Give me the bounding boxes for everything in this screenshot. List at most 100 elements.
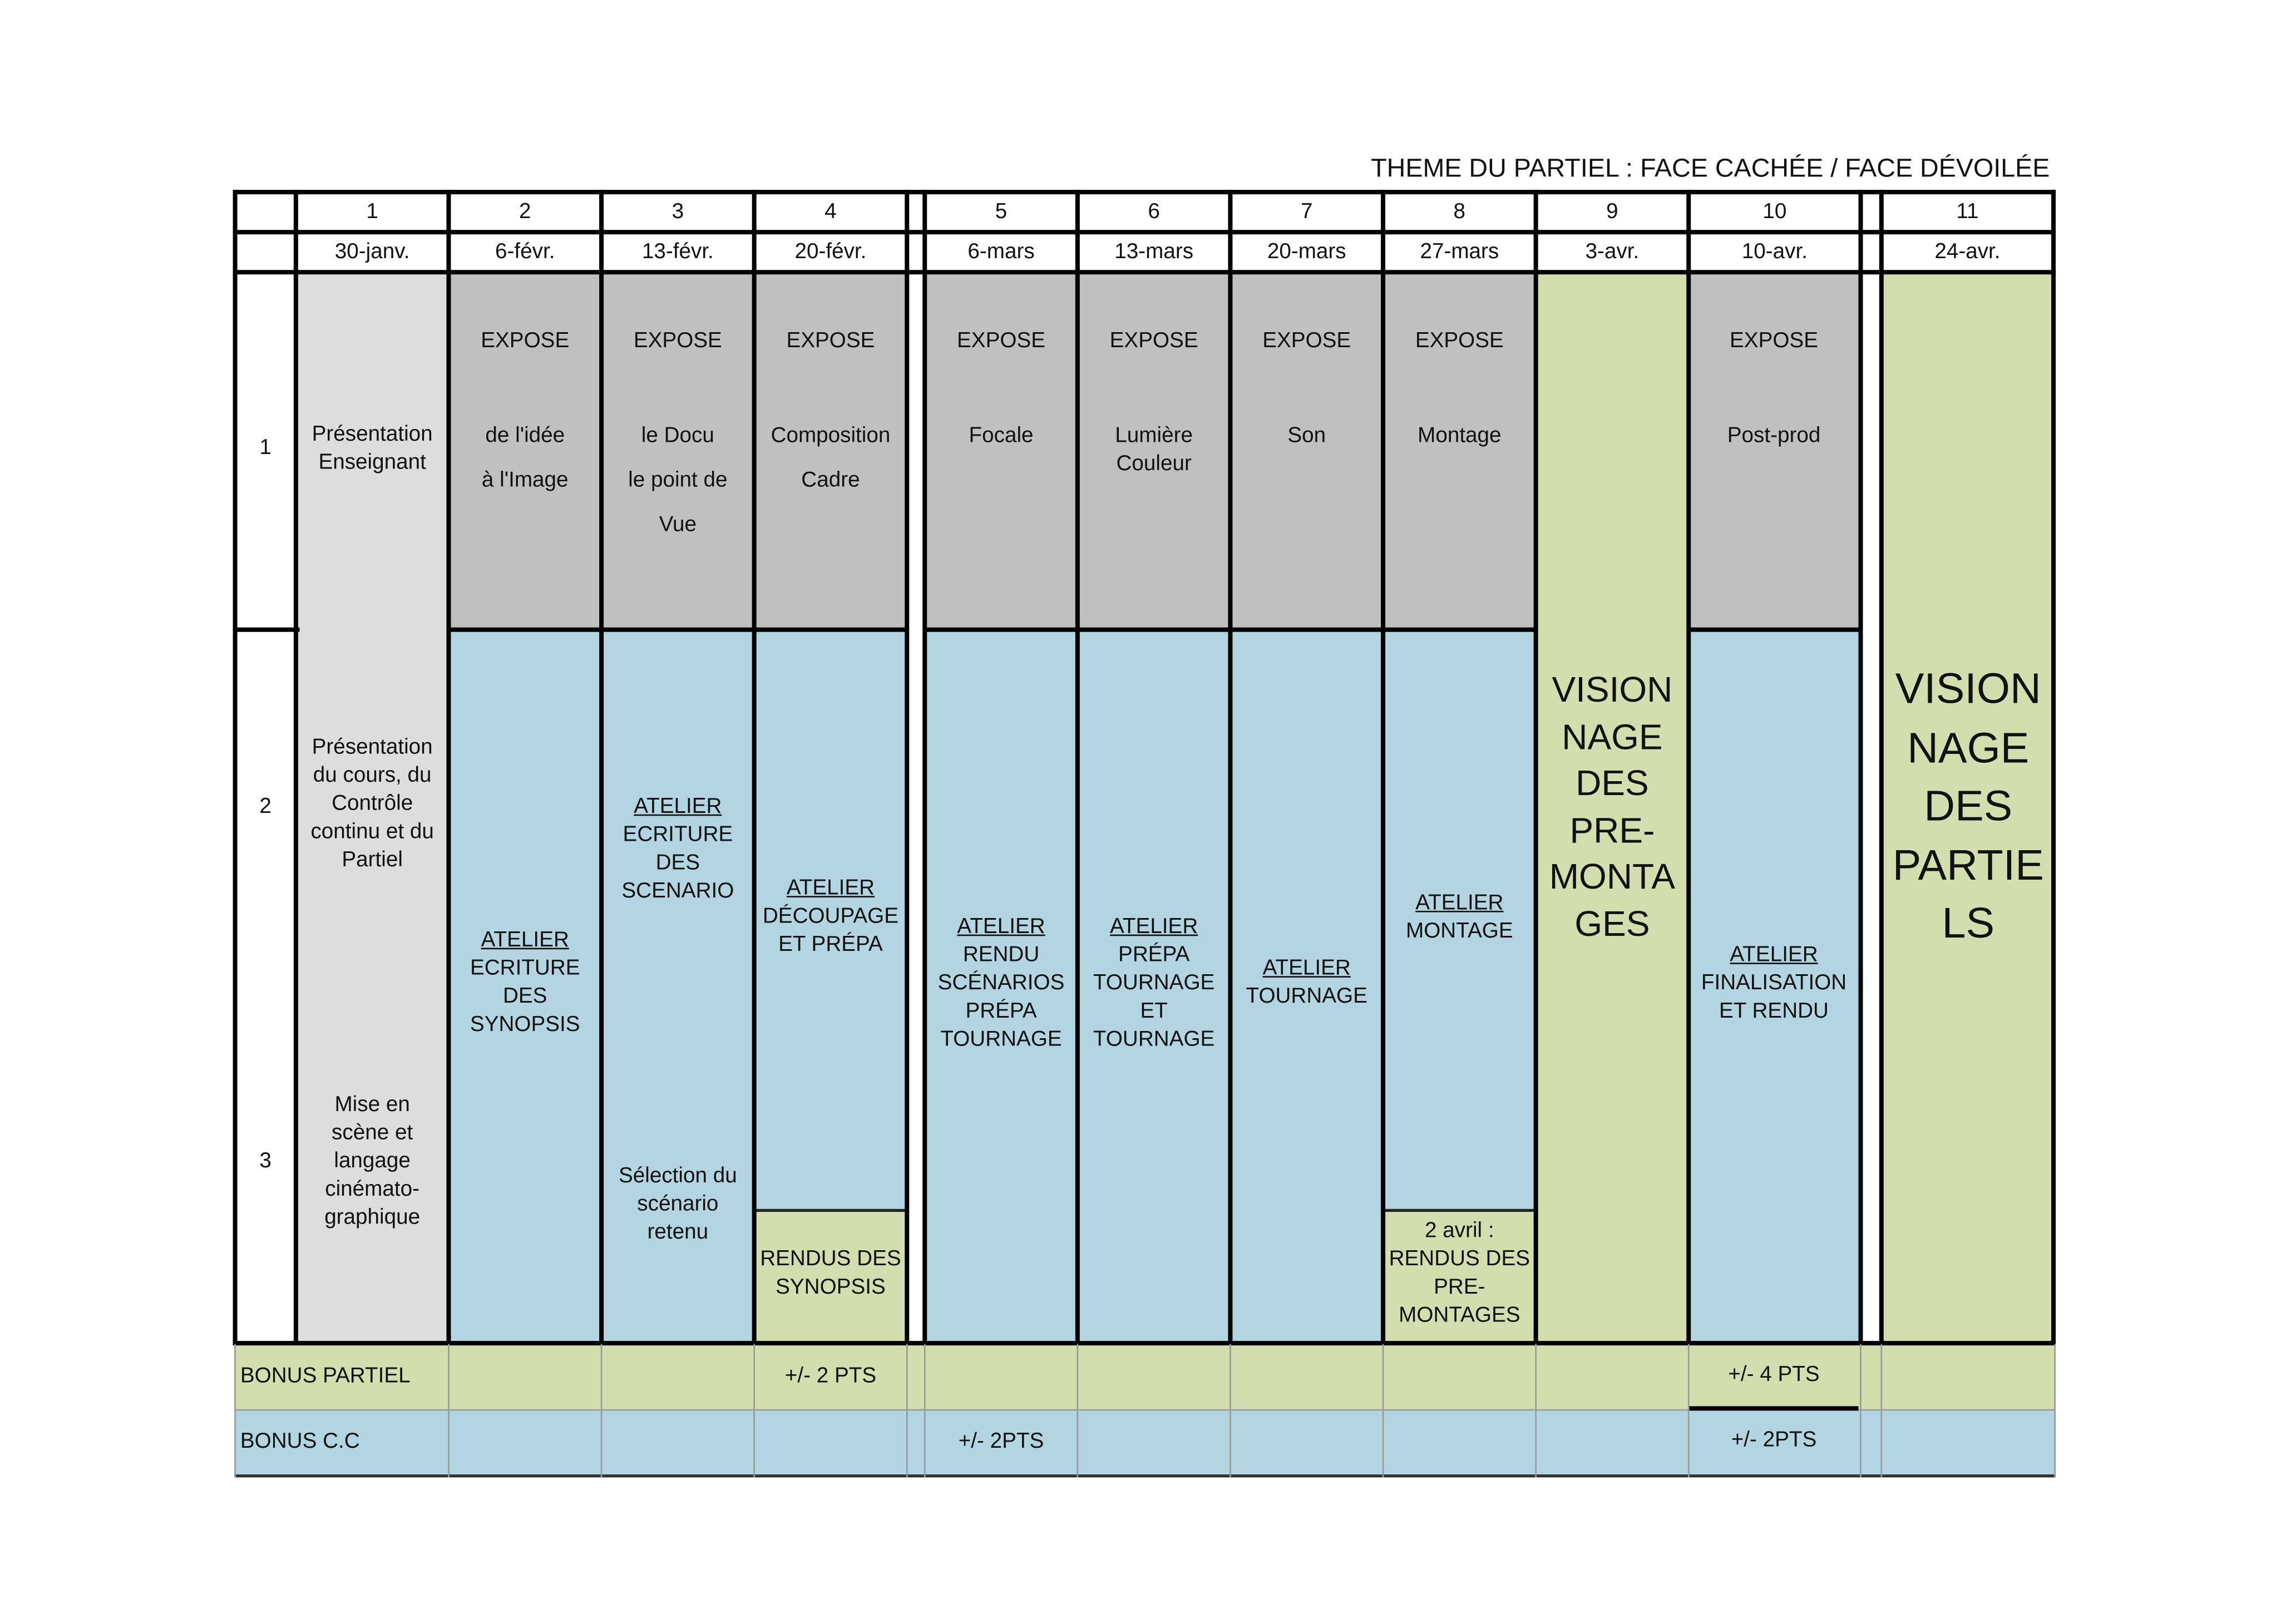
week-date: 20-mars [1267,240,1346,264]
text-line: SCENARIO [621,879,734,904]
text-line: SYNOPSIS [470,1013,580,1037]
expose-topic-line: de l'idée [485,424,565,448]
atelier-w4: ATELIER DÉCOUPAGE ET PRÉPA [755,875,906,960]
text-line: ET RENDU [1719,999,1829,1024]
expose-label: EXPOSE [786,329,875,353]
grid-line [2051,190,2056,1346]
page-title: THEME DU PARTIEL : FACE CACHÉE / FACE DÉ… [1371,152,2050,182]
text-line: Enseignant [318,451,426,475]
week1-background [298,273,448,1343]
atelier-background-w2 [449,630,601,1343]
week-date: 13-févr. [641,240,714,264]
week-number: 1 [366,200,378,224]
text-line: FINALISATION [1701,971,1847,995]
week-number: 4 [824,200,837,224]
grid-line [1533,190,1538,1346]
week-number: 10 [1762,200,1787,224]
text-line: ECRITURE [470,956,580,981]
grid-line [233,190,238,1346]
bonus-partiel-w10: +/- 4 PTS [1728,1363,1820,1387]
week-number: 8 [1453,200,1466,224]
atelier-label: ATELIER [957,915,1045,939]
expose-label: EXPOSE [633,329,722,353]
rendus-w8: 2 avril : RENDUS DES PRE- MONTAGES [1384,1218,1535,1331]
text-line: ECRITURE [623,823,733,847]
bonus-cc-w10: +/- 2PTS [1731,1428,1817,1453]
grid-line [448,1344,450,1478]
text-line: MONTA [1549,857,1676,897]
text-line: NAGE [1907,724,2030,772]
grid-line [293,190,298,1346]
grid-line [752,190,757,1346]
atelier-background-w7 [1231,630,1382,1343]
atelier-label: ATELIER [1730,943,1818,968]
grid-line [906,1344,908,1478]
grid-line [922,190,927,1346]
atelier-background-w4 [754,630,906,1209]
text-line: Contrôle [332,792,413,816]
grid-line [448,627,908,632]
expose-background-w4 [754,273,906,629]
grid-line [1382,1344,1384,1478]
expose-topic-line: Vue [659,513,697,537]
rendus-background-w4 [754,1208,906,1343]
text-line: LS [1942,900,1995,948]
text-line: TOURNAGE [1093,971,1215,995]
bonus-partiel-w4: +/- 2 PTS [784,1364,877,1389]
text-line: PARTIE [1892,841,2044,890]
text-line: DES [502,985,547,1009]
bonus-cc-row [234,1409,2056,1476]
expose-background-w5 [925,273,1077,629]
expose-w8: EXPOSE Montage [1384,329,1535,458]
visionnage-partiels: VISION NAGE DES PARTIE LS [1884,662,2053,955]
expose-topic-line: Post-prod [1727,424,1821,448]
expose-label: EXPOSE [1262,329,1351,353]
text-line: Présentation [312,736,433,759]
text-line: 2 avril : [1425,1219,1494,1244]
grid-line [905,190,910,1346]
text-line: graphique [324,1206,421,1230]
week-date: 20-févr. [794,240,867,264]
expose-topic-line: le Docu [641,424,714,448]
grid-line [924,1344,926,1478]
text-line: Sélection du [618,1164,737,1188]
visionnage-premontages: VISION NAGE DES PRE- MONTA GES [1537,668,1688,948]
expose-w7: EXPOSE Son [1231,329,1382,458]
week-date: 30-janv. [334,240,410,264]
grid-line [2054,1344,2056,1478]
expose-w4: EXPOSE Composition Cadre [755,329,906,503]
text-line: PRE- [1569,810,1655,851]
grid-line [234,627,300,632]
week-date: 6-mars [967,240,1035,264]
text-line: du cours, du [313,763,432,788]
expose-topic-line: Son [1287,424,1326,448]
expose-topic-line: Lumière [1115,424,1193,448]
text-line: RENDUS DES [1389,1247,1530,1271]
atelier-w5: ATELIER RENDU SCÉNARIOS PRÉPA TOURNAGE [926,914,1077,1054]
grid-line [234,190,2056,195]
text-line: ET PRÉPA [778,933,883,957]
expose-background-w10 [1689,273,1859,629]
text-line: TOURNAGE [940,1028,1062,1052]
atelier-background-w6 [1078,630,1230,1343]
week-date: 27-mars [1420,240,1499,264]
grid-line [1880,1344,1883,1478]
atelier-background-w8 [1384,630,1535,1209]
text-line: RENDUS DES [760,1247,901,1271]
atelier-w8: ATELIER MONTAGE [1384,890,1535,946]
text-line: PRÉPA [1118,943,1190,968]
grid-line [1381,190,1386,1346]
grid-line [234,1409,2056,1411]
text-line: DÉCOUPAGE [762,905,899,929]
expose-topic-line: Composition [771,424,891,448]
grid-line [754,1208,906,1212]
period-label: 3 [259,1150,271,1173]
grid-line [1075,190,1080,1346]
text-line: VISION [1895,666,2041,714]
expose-w2: EXPOSE de l'idée à l'Image [450,329,601,503]
atelier-background-w10 [1689,630,1859,1343]
period-label: 1 [259,436,271,460]
week-number: 3 [671,200,684,224]
text-line: retenu [647,1221,709,1245]
